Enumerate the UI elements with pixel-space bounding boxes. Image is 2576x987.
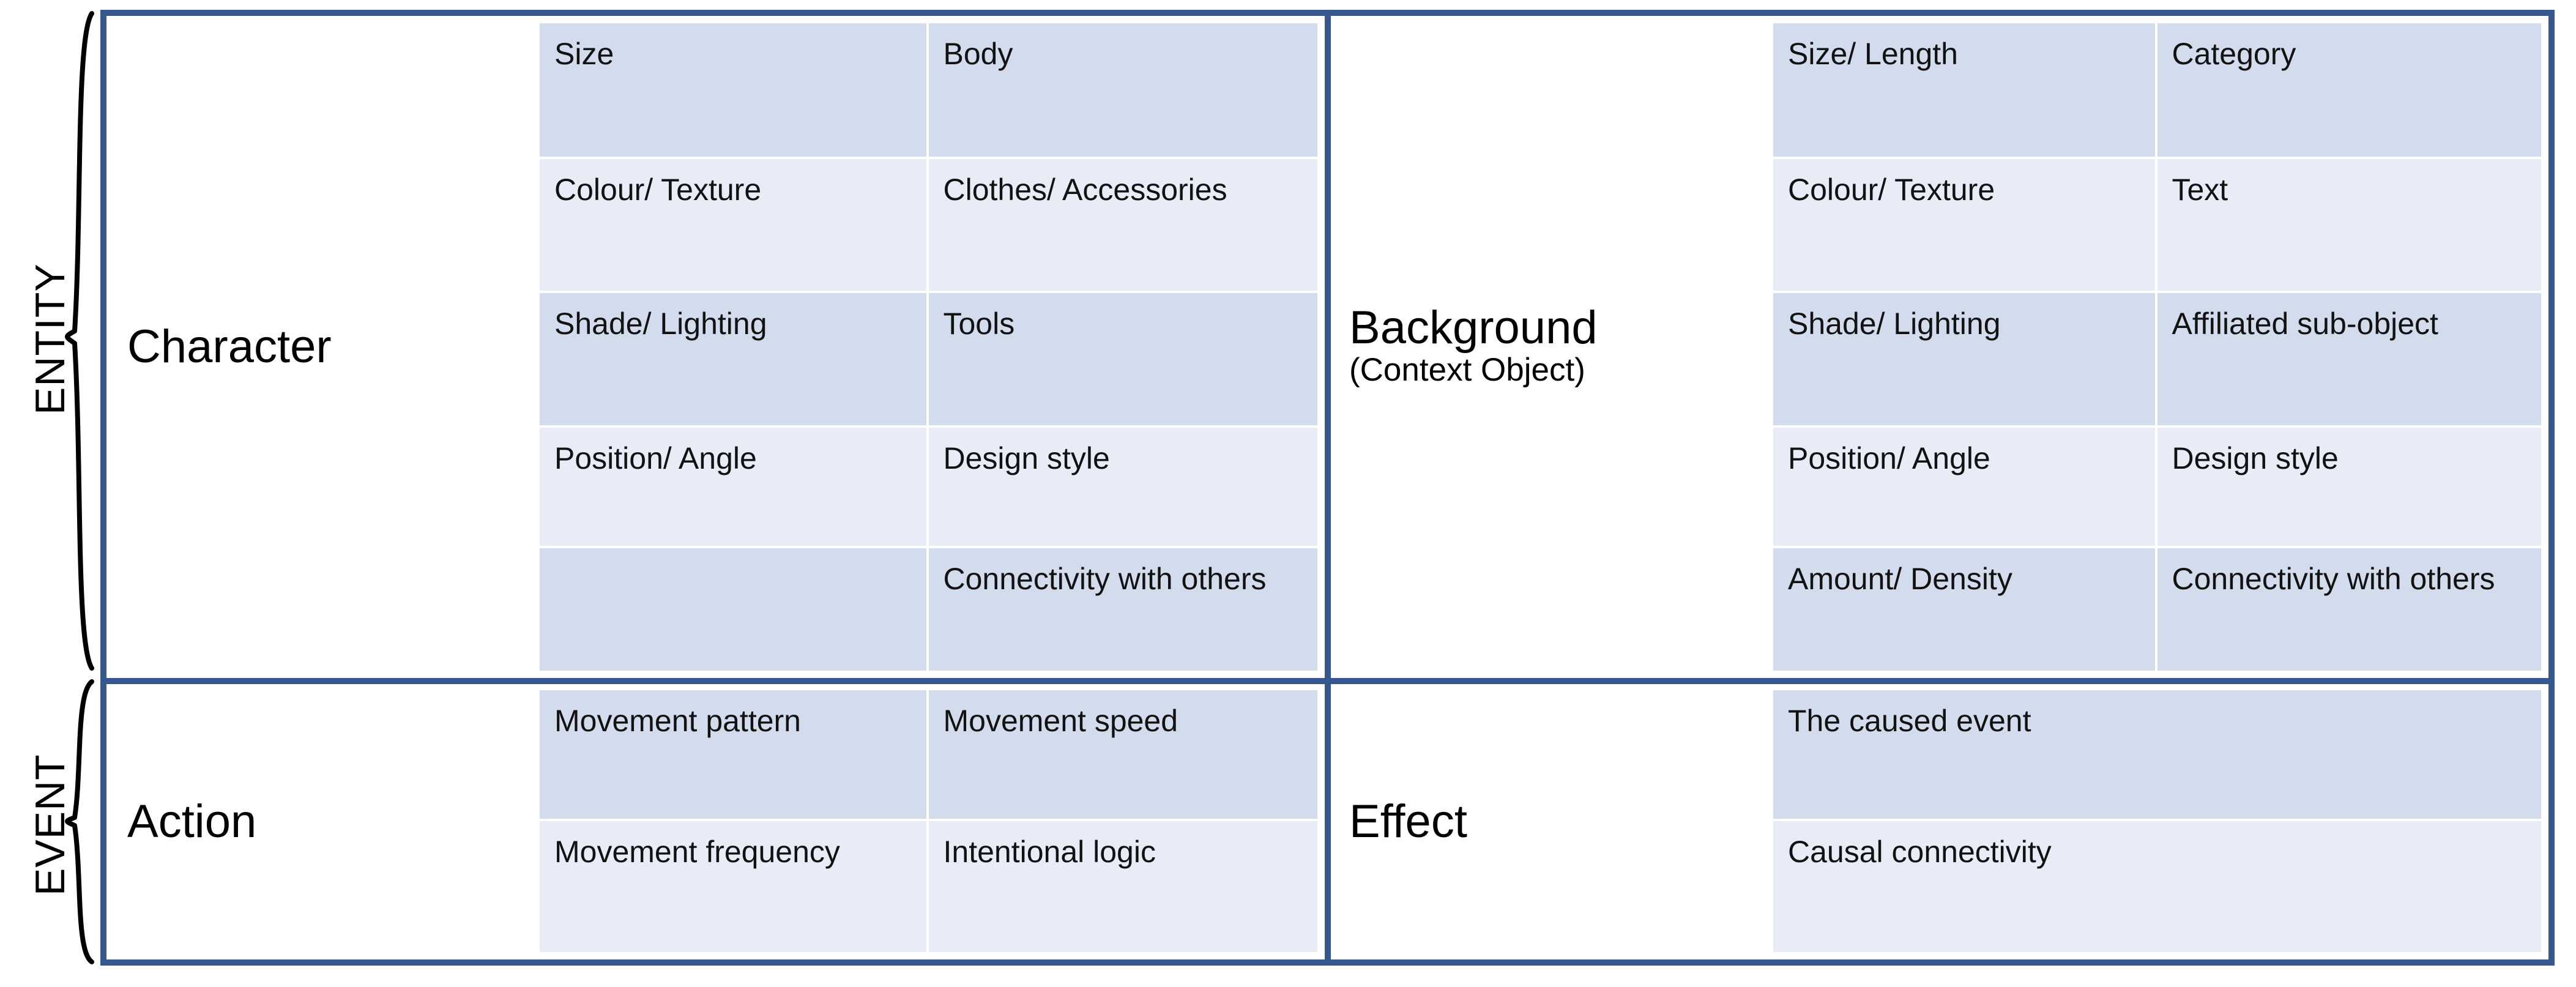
block-background-subtitle: (Context Object) [1349, 352, 1585, 389]
table-row: Shade/ Lighting Tools [540, 293, 1317, 428]
band-event: Action Movement pattern Movement speed M… [106, 678, 2548, 959]
cell-attribute: Shade/ Lighting [1773, 293, 2157, 425]
cell-attribute: Tools [928, 293, 1317, 425]
table-row: Causal connectivity [1773, 821, 2541, 952]
framework-table: Character Size Body Colour/ Texture Clot… [100, 10, 2555, 966]
cell-attribute: Amount/ Density [1773, 548, 2157, 671]
cell-attribute: Position/ Angle [1773, 427, 2157, 546]
cell-attribute: Intentional logic [928, 821, 1317, 952]
axis-event: EVENT [0, 678, 100, 966]
block-character-grid: Size Body Colour/ Texture Clothes/ Acces… [540, 16, 1325, 678]
cell-attribute: Connectivity with others [928, 548, 1317, 671]
cell-attribute: Causal connectivity [1773, 821, 2541, 952]
cell-attribute: Colour/ Texture [1773, 158, 2157, 291]
axis-label-event-text: EVENT [27, 754, 73, 896]
block-background-grid: Size/ Length Category Colour/ Texture Te… [1773, 16, 2548, 678]
table-row: Shade/ Lighting Affiliated sub-object [1773, 293, 2541, 428]
block-character-namecell: Character [106, 16, 540, 678]
cell-attribute: Affiliated sub-object [2157, 293, 2541, 425]
block-background-title-text: Background [1349, 301, 1598, 354]
block-effect-title: Effect [1349, 795, 1467, 848]
cell-attribute: Colour/ Texture [540, 158, 929, 291]
block-action-title: Action [127, 795, 257, 848]
cell-attribute: Movement speed [928, 690, 1317, 819]
axis-label-entity-text: ENTITY [27, 263, 73, 415]
cell-attribute: Movement pattern [540, 690, 929, 819]
block-background-title: Background (Context Object) [1349, 304, 1598, 390]
table-row: Amount/ Density Connectivity with others [1773, 548, 2541, 671]
band-entity: Character Size Body Colour/ Texture Clot… [106, 16, 2548, 678]
axis-entity: ENTITY [0, 10, 100, 672]
cell-attribute: Size/ Length [1773, 23, 2157, 157]
cell-attribute: Design style [928, 427, 1317, 546]
table-row: Colour/ Texture Text [1773, 158, 2541, 294]
cell-attribute: Body [928, 23, 1317, 157]
cell-attribute: Position/ Angle [540, 427, 929, 546]
table-row: Movement pattern Movement speed [540, 690, 1317, 822]
block-background-namecell: Background (Context Object) [1331, 16, 1773, 678]
table-row: Colour/ Texture Clothes/ Accessories [540, 158, 1317, 294]
cell-attribute: Connectivity with others [2157, 548, 2541, 671]
cell-attribute: Clothes/ Accessories [928, 158, 1317, 291]
block-effect-grid: The caused event Causal connectivity [1773, 684, 2548, 959]
cell-attribute: The caused event [1773, 690, 2541, 819]
table-row: Connectivity with others [540, 548, 1317, 671]
block-action: Action Movement pattern Movement speed M… [106, 684, 1331, 959]
block-character: Character Size Body Colour/ Texture Clot… [106, 16, 1331, 678]
block-effect-namecell: Effect [1331, 684, 1773, 959]
cell-attribute: Movement frequency [540, 821, 929, 952]
block-character-title: Character [127, 321, 332, 373]
block-effect: Effect The caused event Causal connectiv… [1331, 684, 2548, 959]
table-row: Size/ Length Category [1773, 23, 2541, 159]
table-row: Movement frequency Intentional logic [540, 821, 1317, 952]
block-action-grid: Movement pattern Movement speed Movement… [540, 684, 1325, 959]
cell-attribute: Text [2157, 158, 2541, 291]
table-row: Size Body [540, 23, 1317, 159]
cell-attribute [540, 548, 929, 671]
table-row: Position/ Angle Design style [1773, 427, 2541, 549]
table-row: Position/ Angle Design style [540, 427, 1317, 549]
cell-attribute: Category [2157, 23, 2541, 157]
cell-attribute: Design style [2157, 427, 2541, 546]
block-background: Background (Context Object) Size/ Length… [1331, 16, 2548, 678]
cell-attribute: Size [540, 23, 929, 157]
table-row: The caused event [1773, 690, 2541, 822]
block-action-namecell: Action [106, 684, 540, 959]
cell-attribute: Shade/ Lighting [540, 293, 929, 425]
